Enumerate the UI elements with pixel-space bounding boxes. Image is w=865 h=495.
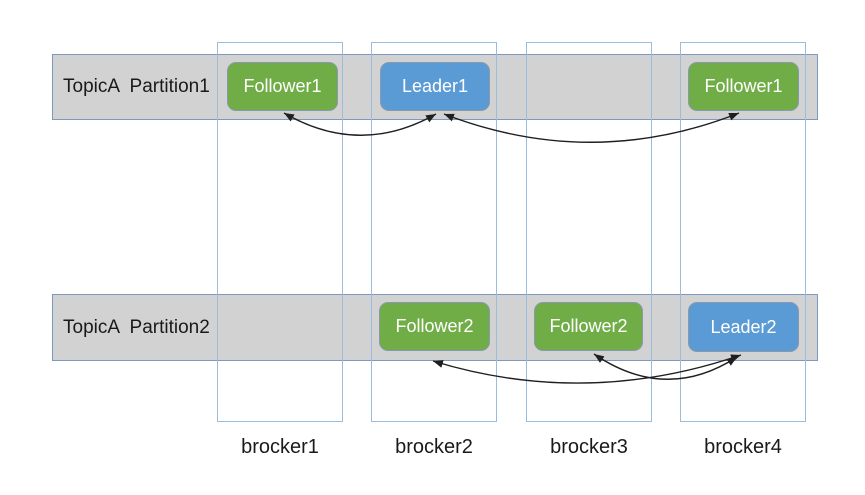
broker-label-brocker3: brocker3 [550,436,628,458]
replica-label: Follower2 [549,316,628,336]
replica-leader1-brocker2: Leader1 [380,62,490,111]
replica-label: Follower1 [704,76,783,96]
replica-follower2-brocker2: Follower2 [379,302,490,351]
broker-label-brocker4: brocker4 [704,436,782,458]
replica-leader2-brocker4: Leader2 [688,302,799,352]
replica-label: Leader1 [401,76,469,96]
broker-column-brocker2 [371,42,497,422]
replica-follower1-brocker4: Follower1 [688,62,799,111]
replica-label: Follower2 [395,316,474,336]
replica-follower2-brocker3: Follower2 [534,302,643,351]
broker-label-brocker1: brocker1 [241,436,319,458]
partition1-label: TopicA Partition1 [63,76,210,97]
broker-column-brocker4 [680,42,806,422]
broker-column-brocker1 [217,42,343,422]
replica-follower1-brocker1: Follower1 [227,62,338,111]
partition2-label: TopicA Partition2 [63,316,210,338]
replica-label: Follower1 [243,76,322,96]
broker-column-brocker3 [526,42,652,422]
replica-label: Leader2 [710,316,777,337]
broker-label-brocker2: brocker2 [395,436,473,458]
